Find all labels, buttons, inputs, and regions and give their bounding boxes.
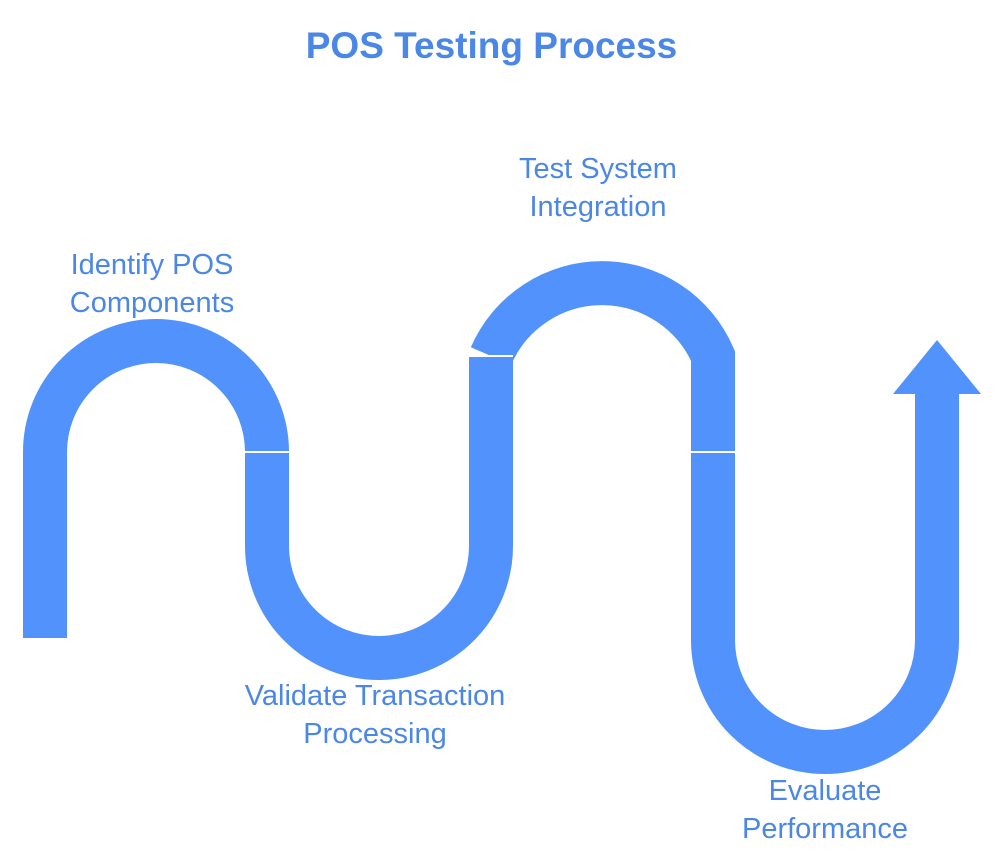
path-segment-identify — [22, 319, 289, 638]
step-label-line: Identify POS — [70, 249, 234, 281]
step-label-identify: Identify POS Components — [22, 246, 282, 322]
step-label-validate: Validate Transaction Processing — [190, 677, 560, 753]
step-label-line: Validate Transaction — [244, 680, 506, 712]
step-label-line: Components — [69, 287, 235, 319]
diagram-title: POS Testing Process — [305, 25, 678, 66]
step-label-evaluate: Evaluate Performance — [695, 772, 955, 848]
step-label-line: Evaluate — [768, 775, 882, 807]
step-label-line: Integration — [529, 191, 667, 223]
step-label-integration: Test System Integration — [468, 150, 728, 226]
step-label-line: Performance — [741, 813, 908, 845]
step-label-line: Test System — [519, 153, 677, 185]
step-label-line: Processing — [303, 718, 447, 750]
arrow-head — [893, 340, 981, 394]
path-segment-integration — [470, 261, 735, 452]
path-segment-evaluate — [691, 392, 959, 774]
path-segment-validate — [245, 356, 513, 680]
